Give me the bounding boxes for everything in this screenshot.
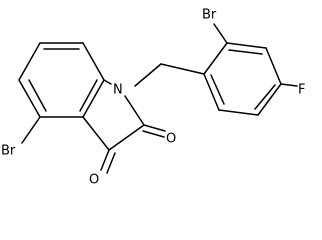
bond xyxy=(124,95,145,126)
atom-label-br-benzyl: Br xyxy=(202,8,217,23)
bond xyxy=(100,149,110,171)
label-layer: Br N O O Br F xyxy=(1,8,305,188)
bond xyxy=(18,79,41,118)
bond xyxy=(79,79,98,112)
bond xyxy=(28,79,47,112)
bond xyxy=(203,73,220,111)
bond xyxy=(134,63,162,87)
bond xyxy=(213,23,228,44)
atom-label-oxygen-ketone: O xyxy=(89,173,99,188)
bond xyxy=(82,42,105,81)
atom-label-br-ring: Br xyxy=(1,144,16,159)
bond xyxy=(257,83,282,116)
bond xyxy=(18,42,41,81)
bond-layer xyxy=(18,23,298,174)
bond xyxy=(108,124,145,151)
bond xyxy=(226,42,267,49)
bond xyxy=(203,42,228,75)
bond xyxy=(265,47,282,85)
bond xyxy=(280,83,298,87)
bond xyxy=(142,130,165,138)
atom-label-nitrogen: N xyxy=(113,83,123,98)
bond xyxy=(218,109,259,116)
bond xyxy=(82,116,110,151)
bond xyxy=(21,116,41,144)
bond xyxy=(254,84,276,110)
atom-label-fluorine: F xyxy=(298,83,305,98)
bond xyxy=(160,63,205,75)
bond xyxy=(228,49,263,55)
structure-diagram: Br N O O Br F xyxy=(1,8,305,188)
bond xyxy=(103,79,112,85)
bond xyxy=(82,79,105,118)
bond xyxy=(210,74,225,105)
bond xyxy=(106,152,116,174)
atom-label-oxygen-amide: O xyxy=(166,132,176,147)
bond xyxy=(143,124,166,132)
